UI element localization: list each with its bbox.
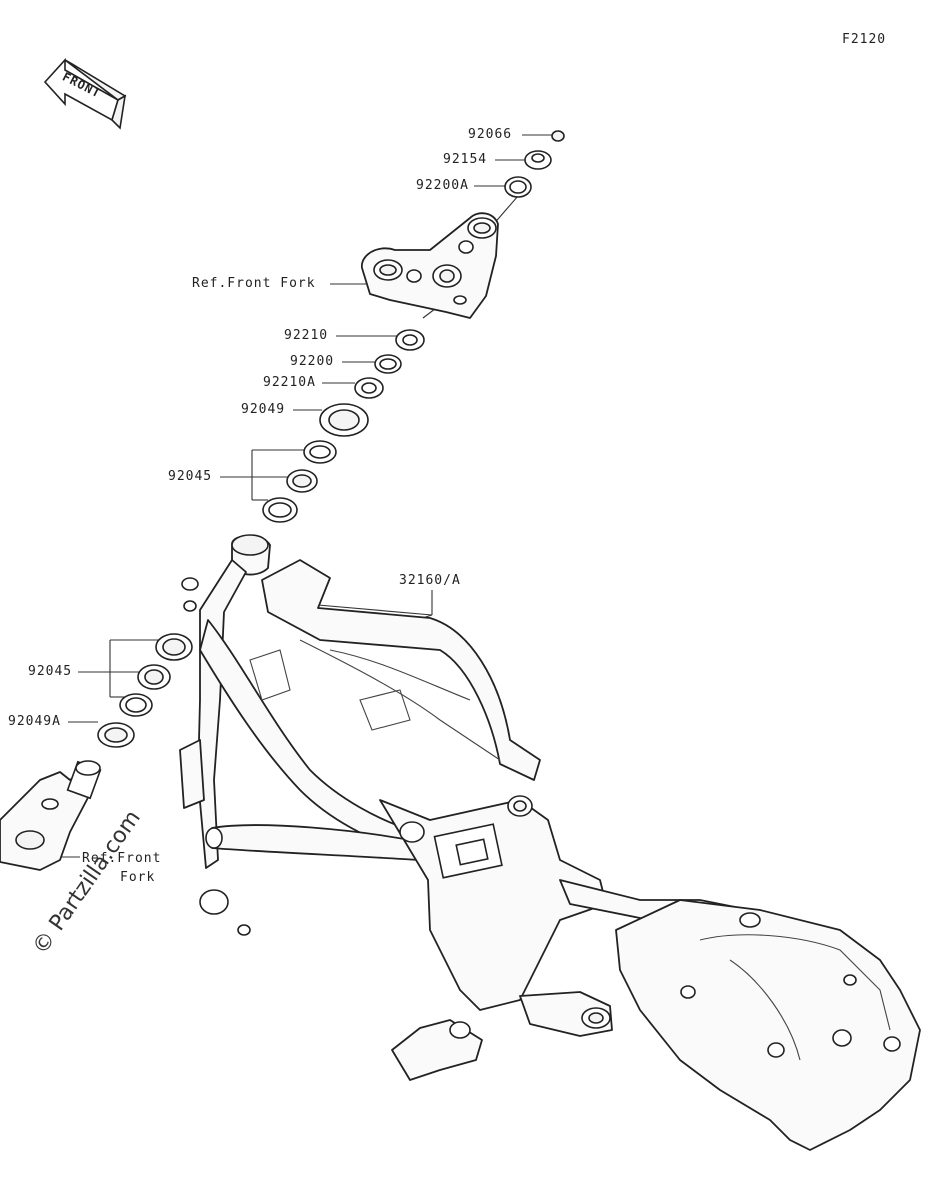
label-92210A: 92210A: [263, 375, 316, 390]
label-92045-upper: 92045: [168, 469, 213, 484]
label-92200: 92200: [290, 354, 335, 369]
leader-lines: [50, 134, 552, 858]
label-ref-front-fork-lower-line1: Ref.Front: [82, 851, 162, 866]
steering-stem-parts: [97, 130, 565, 748]
label-92049A: 92049A: [8, 714, 61, 729]
part-92066: [551, 130, 565, 142]
front-arrow-icon: FRONT: [43, 57, 127, 130]
label-ref-front-fork-upper: Ref.Front Fork: [192, 276, 316, 291]
label-92200A: 92200A: [416, 178, 469, 193]
label-92049: 92049: [241, 402, 286, 417]
figure-code: F2120: [842, 32, 887, 47]
label-92045-lower: 92045: [28, 664, 73, 679]
upper-triple-clamp: [361, 212, 499, 319]
main-frame: [179, 534, 921, 1151]
label-ref-front-fork-lower-line2: Fork: [120, 870, 156, 885]
label-32160A: 32160/A: [399, 573, 461, 588]
label-92066: 92066: [468, 127, 513, 142]
label-92154: 92154: [443, 152, 488, 167]
label-92210: 92210: [284, 328, 329, 343]
lower-triple-clamp: [0, 760, 102, 871]
